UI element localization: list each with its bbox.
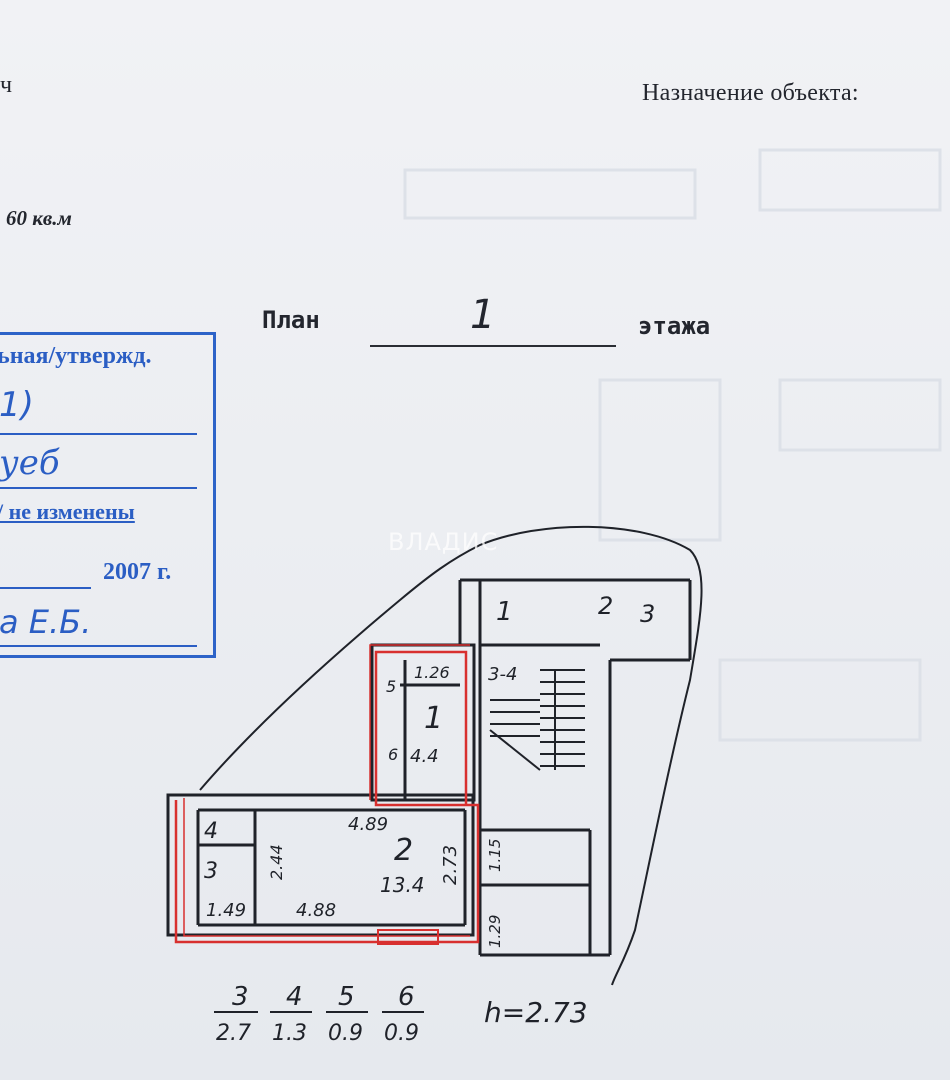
dim-1-29: 1.29 [486, 915, 504, 948]
dim-4-89: 4.89 [348, 814, 388, 835]
stamp-line-2: 1) [0, 385, 34, 425]
plan-title-suffix: этажа [638, 312, 711, 340]
stamp-line-4: / не изменены [0, 499, 135, 524]
dim-2-73: 2.73 [440, 845, 461, 885]
stamp-rule [0, 487, 197, 489]
area-value: 60 кв.м [6, 206, 72, 230]
room-legend: 3 2.7 4 1.3 5 0.9 6 0.9 h=2.73 [214, 982, 588, 1046]
label-stair-34: 3-4 [488, 664, 517, 685]
window-mark [377, 929, 439, 945]
room-2-area: 13.4 [380, 873, 425, 897]
stamp-rule [0, 587, 91, 589]
stamp-line-5: 2007 г. [103, 559, 172, 585]
stamp-rule [0, 433, 197, 435]
dim-2-44: 2.44 [267, 844, 286, 880]
stamp-line-1: ьная/утвержд. [0, 343, 152, 369]
walls [166, 578, 692, 957]
purpose-label: Назначение объекта: [642, 80, 859, 106]
dim-1-15: 1.15 [486, 839, 504, 872]
room-4-mark: 4 [204, 819, 218, 844]
dim-1-49: 1.49 [206, 900, 246, 921]
room-6-mark: 6 [388, 745, 398, 764]
watermark-logo: ВЛАДИС [388, 528, 499, 556]
dim-1-26: 1.26 [414, 663, 450, 682]
outline-sketch [199, 525, 703, 986]
dim-4-88: 4.88 [296, 900, 336, 921]
stairs [489, 669, 585, 771]
room-3-mark: 3 [204, 859, 218, 884]
highlight-boundary [174, 650, 480, 944]
room-2-number: 2 [394, 833, 413, 868]
plan-floor-number: 1 [470, 292, 496, 338]
legend-room-5-number: 5 [338, 982, 355, 1012]
label-stair-2: 2 [598, 592, 613, 620]
ceiling-height: h=2.73 [484, 996, 588, 1029]
highlight-boundary-inner [183, 798, 470, 937]
stamp-line-3: уеб [0, 443, 60, 483]
stamp-rule [0, 645, 197, 647]
legend-room-5-area: 0.9 [328, 1021, 363, 1046]
room-1-area: 4.4 [410, 746, 439, 767]
plan-title-prefix: План [262, 306, 320, 334]
room-1-number: 1 [424, 701, 443, 736]
legend-room-3-number: 3 [232, 982, 249, 1012]
header-fragment: ч [0, 72, 13, 98]
approval-stamp: ьная/утвержд. 1) уеб / не изменены 2007 … [0, 332, 216, 658]
legend-room-4-area: 1.3 [272, 1021, 307, 1046]
highlight-boundary-inner [369, 644, 470, 800]
label-stair-3: 3 [640, 600, 655, 628]
room-5-mark: 5 [386, 677, 396, 696]
legend-room-4-number: 4 [286, 982, 303, 1012]
background-bleed [403, 148, 942, 742]
floor-underline [370, 345, 616, 347]
legend-room-3-area: 2.7 [216, 1021, 251, 1046]
stamp-line-6: а Е.Б. [0, 603, 92, 641]
label-stair-1: 1 [496, 597, 513, 627]
legend-room-6-number: 6 [398, 982, 415, 1012]
legend-room-6-area: 0.9 [384, 1021, 419, 1046]
